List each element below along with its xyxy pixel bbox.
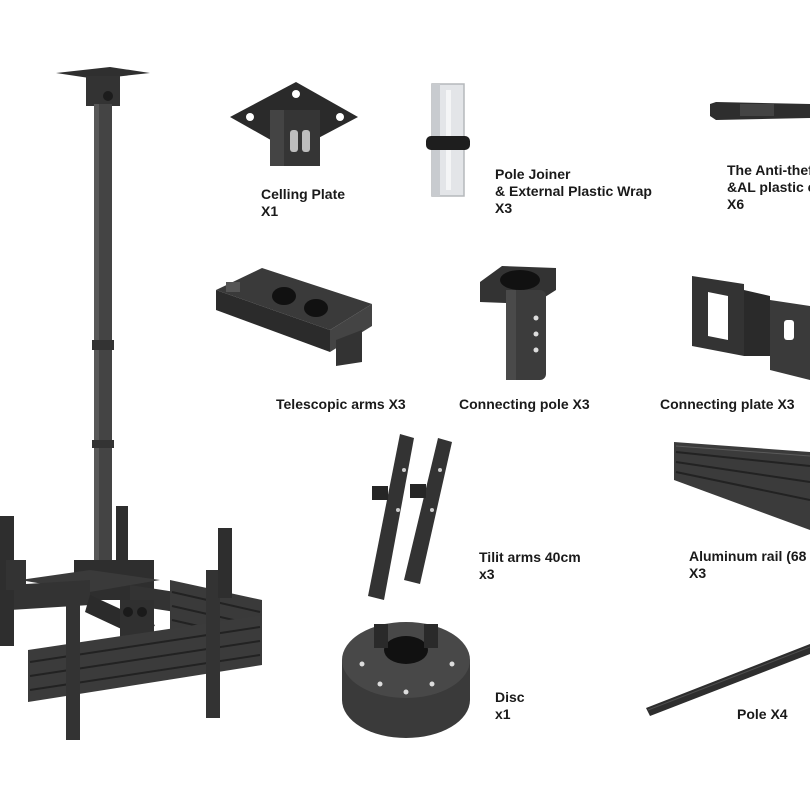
ceiling-plate-label: Celling Plate X1 <box>261 186 345 220</box>
part-quantity: X6 <box>727 196 745 212</box>
part-name: Connecting pole X3 <box>459 396 590 412</box>
pole-icon <box>646 644 810 716</box>
pole-joiner-label: Pole Joiner & External Plastic Wrap X3 <box>495 166 652 217</box>
telescopic-arms-label: Telescopic arms X3 <box>276 396 406 413</box>
part-name: The Anti-thef <box>727 162 810 178</box>
part-name: Telescopic arms X3 <box>276 396 406 412</box>
telescopic-arm-icon <box>216 268 372 366</box>
disc-icon <box>342 622 470 738</box>
part-name: Pole X4 <box>737 706 788 722</box>
connecting-plate-label: Connecting plate X3 <box>660 396 795 413</box>
pole-joiner-icon <box>426 83 470 197</box>
disc-label: Disc x1 <box>495 689 525 723</box>
anti-theft-cover-icon <box>710 102 810 120</box>
part-subname: & External Plastic Wrap <box>495 183 652 199</box>
anti-theft-label: The Anti-thef &AL plastic c X6 <box>727 162 810 213</box>
part-quantity: X3 <box>689 565 707 581</box>
assembled-mount-icon <box>0 67 262 740</box>
part-quantity: x1 <box>495 706 511 722</box>
tilt-arm-icon <box>368 434 452 600</box>
part-name: Aluminum rail (68 <box>689 548 807 564</box>
aluminum-rail-label: Aluminum rail (68 X3 <box>689 548 806 582</box>
tilt-arms-label: Tilit arms 40cm x3 <box>479 549 581 583</box>
part-name: Pole Joiner <box>495 166 571 182</box>
connecting-plate-icon <box>692 276 810 380</box>
part-name: Tilit arms 40cm <box>479 549 581 565</box>
part-quantity: X1 <box>261 203 279 219</box>
part-quantity: x3 <box>479 566 495 582</box>
part-name: Connecting plate X3 <box>660 396 795 412</box>
part-quantity: X3 <box>495 200 513 216</box>
part-name: Disc <box>495 689 525 705</box>
connecting-pole-icon <box>480 266 556 380</box>
part-name: Celling Plate <box>261 186 346 202</box>
connecting-pole-label: Connecting pole X3 <box>459 396 590 413</box>
part-subname: &AL plastic c <box>727 179 810 195</box>
pole-label: Pole X4 <box>737 706 788 723</box>
ceiling-plate-icon <box>230 82 358 166</box>
aluminum-rail-icon <box>674 442 810 530</box>
